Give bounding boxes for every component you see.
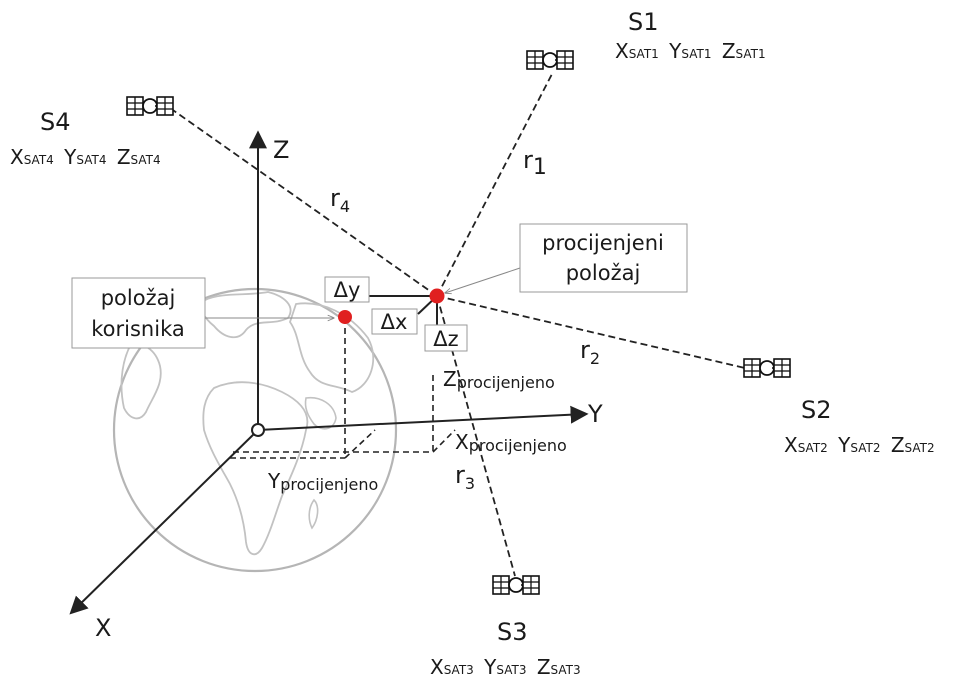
range-r3-label: r3 xyxy=(455,461,475,493)
delta-z-box: Δz xyxy=(424,324,468,352)
coordinate-axes xyxy=(69,130,589,615)
estimated-position-point xyxy=(429,288,445,304)
svg-text:položaj: položaj xyxy=(101,286,176,310)
range-r2-label: r2 xyxy=(580,336,600,368)
madagascar-outline xyxy=(308,498,319,530)
satellite-s4-icon xyxy=(126,96,174,116)
continent-africa-outline xyxy=(202,381,309,556)
continent-americas-outline xyxy=(120,343,162,420)
svg-text:korisnika: korisnika xyxy=(91,317,184,341)
delta-x-box: Δx xyxy=(371,308,418,335)
x-projection-label: Xprocijenjeno xyxy=(455,430,567,455)
satellite-s1-icon xyxy=(526,50,574,70)
svg-text:položaj: položaj xyxy=(566,261,641,285)
range-line-s2 xyxy=(436,295,746,369)
range-r4-label: r4 xyxy=(330,184,350,216)
satellite-s2-coords: XSAT2 YSAT2 ZSAT2 xyxy=(784,433,935,457)
range-line-s4 xyxy=(169,107,438,297)
origin-point xyxy=(251,423,265,437)
z-projection-label: Zprocijenjeno xyxy=(443,367,555,392)
user-position-callout: položaj korisnika xyxy=(71,277,206,349)
user-position-point xyxy=(338,310,352,324)
satellite-s1-coords: XSAT1 YSAT1 ZSAT1 xyxy=(615,39,766,63)
svg-text:Δx: Δx xyxy=(381,310,408,334)
range-line-s1 xyxy=(436,73,553,297)
delta-y-box: Δy xyxy=(324,276,370,303)
range-r1-label: r1 xyxy=(523,146,547,180)
satellite-s3-coords: XSAT3 YSAT3 ZSAT3 xyxy=(430,655,581,679)
y-projection-label: Yprocijenjeno xyxy=(267,469,378,494)
satellite-s4-label: S4 xyxy=(40,108,71,136)
x-axis-label: X xyxy=(95,614,111,642)
y-axis-line xyxy=(257,405,589,431)
satellite-s4-coords: XSAT4 YSAT4 ZSAT4 xyxy=(10,145,161,169)
estimated-position-callout: procijenjeni položaj xyxy=(519,223,688,293)
y-axis-label: Y xyxy=(587,400,603,428)
svg-text:procijenjeni: procijenjeni xyxy=(542,231,664,255)
satellite-s3-icon xyxy=(492,575,540,595)
arabia-outline xyxy=(304,396,337,430)
svg-text:Δz: Δz xyxy=(433,327,458,351)
projection-lines xyxy=(230,318,456,459)
z-axis-label: Z xyxy=(273,136,289,164)
callout-connectors xyxy=(205,267,521,318)
satellite-s2-icon xyxy=(743,358,791,378)
satellite-s3-label: S3 xyxy=(497,618,528,646)
svg-text:Δy: Δy xyxy=(334,278,361,302)
satellite-s2-label: S2 xyxy=(801,396,832,424)
x-axis-line xyxy=(69,429,259,615)
satellite-s1-label: S1 xyxy=(628,8,659,36)
